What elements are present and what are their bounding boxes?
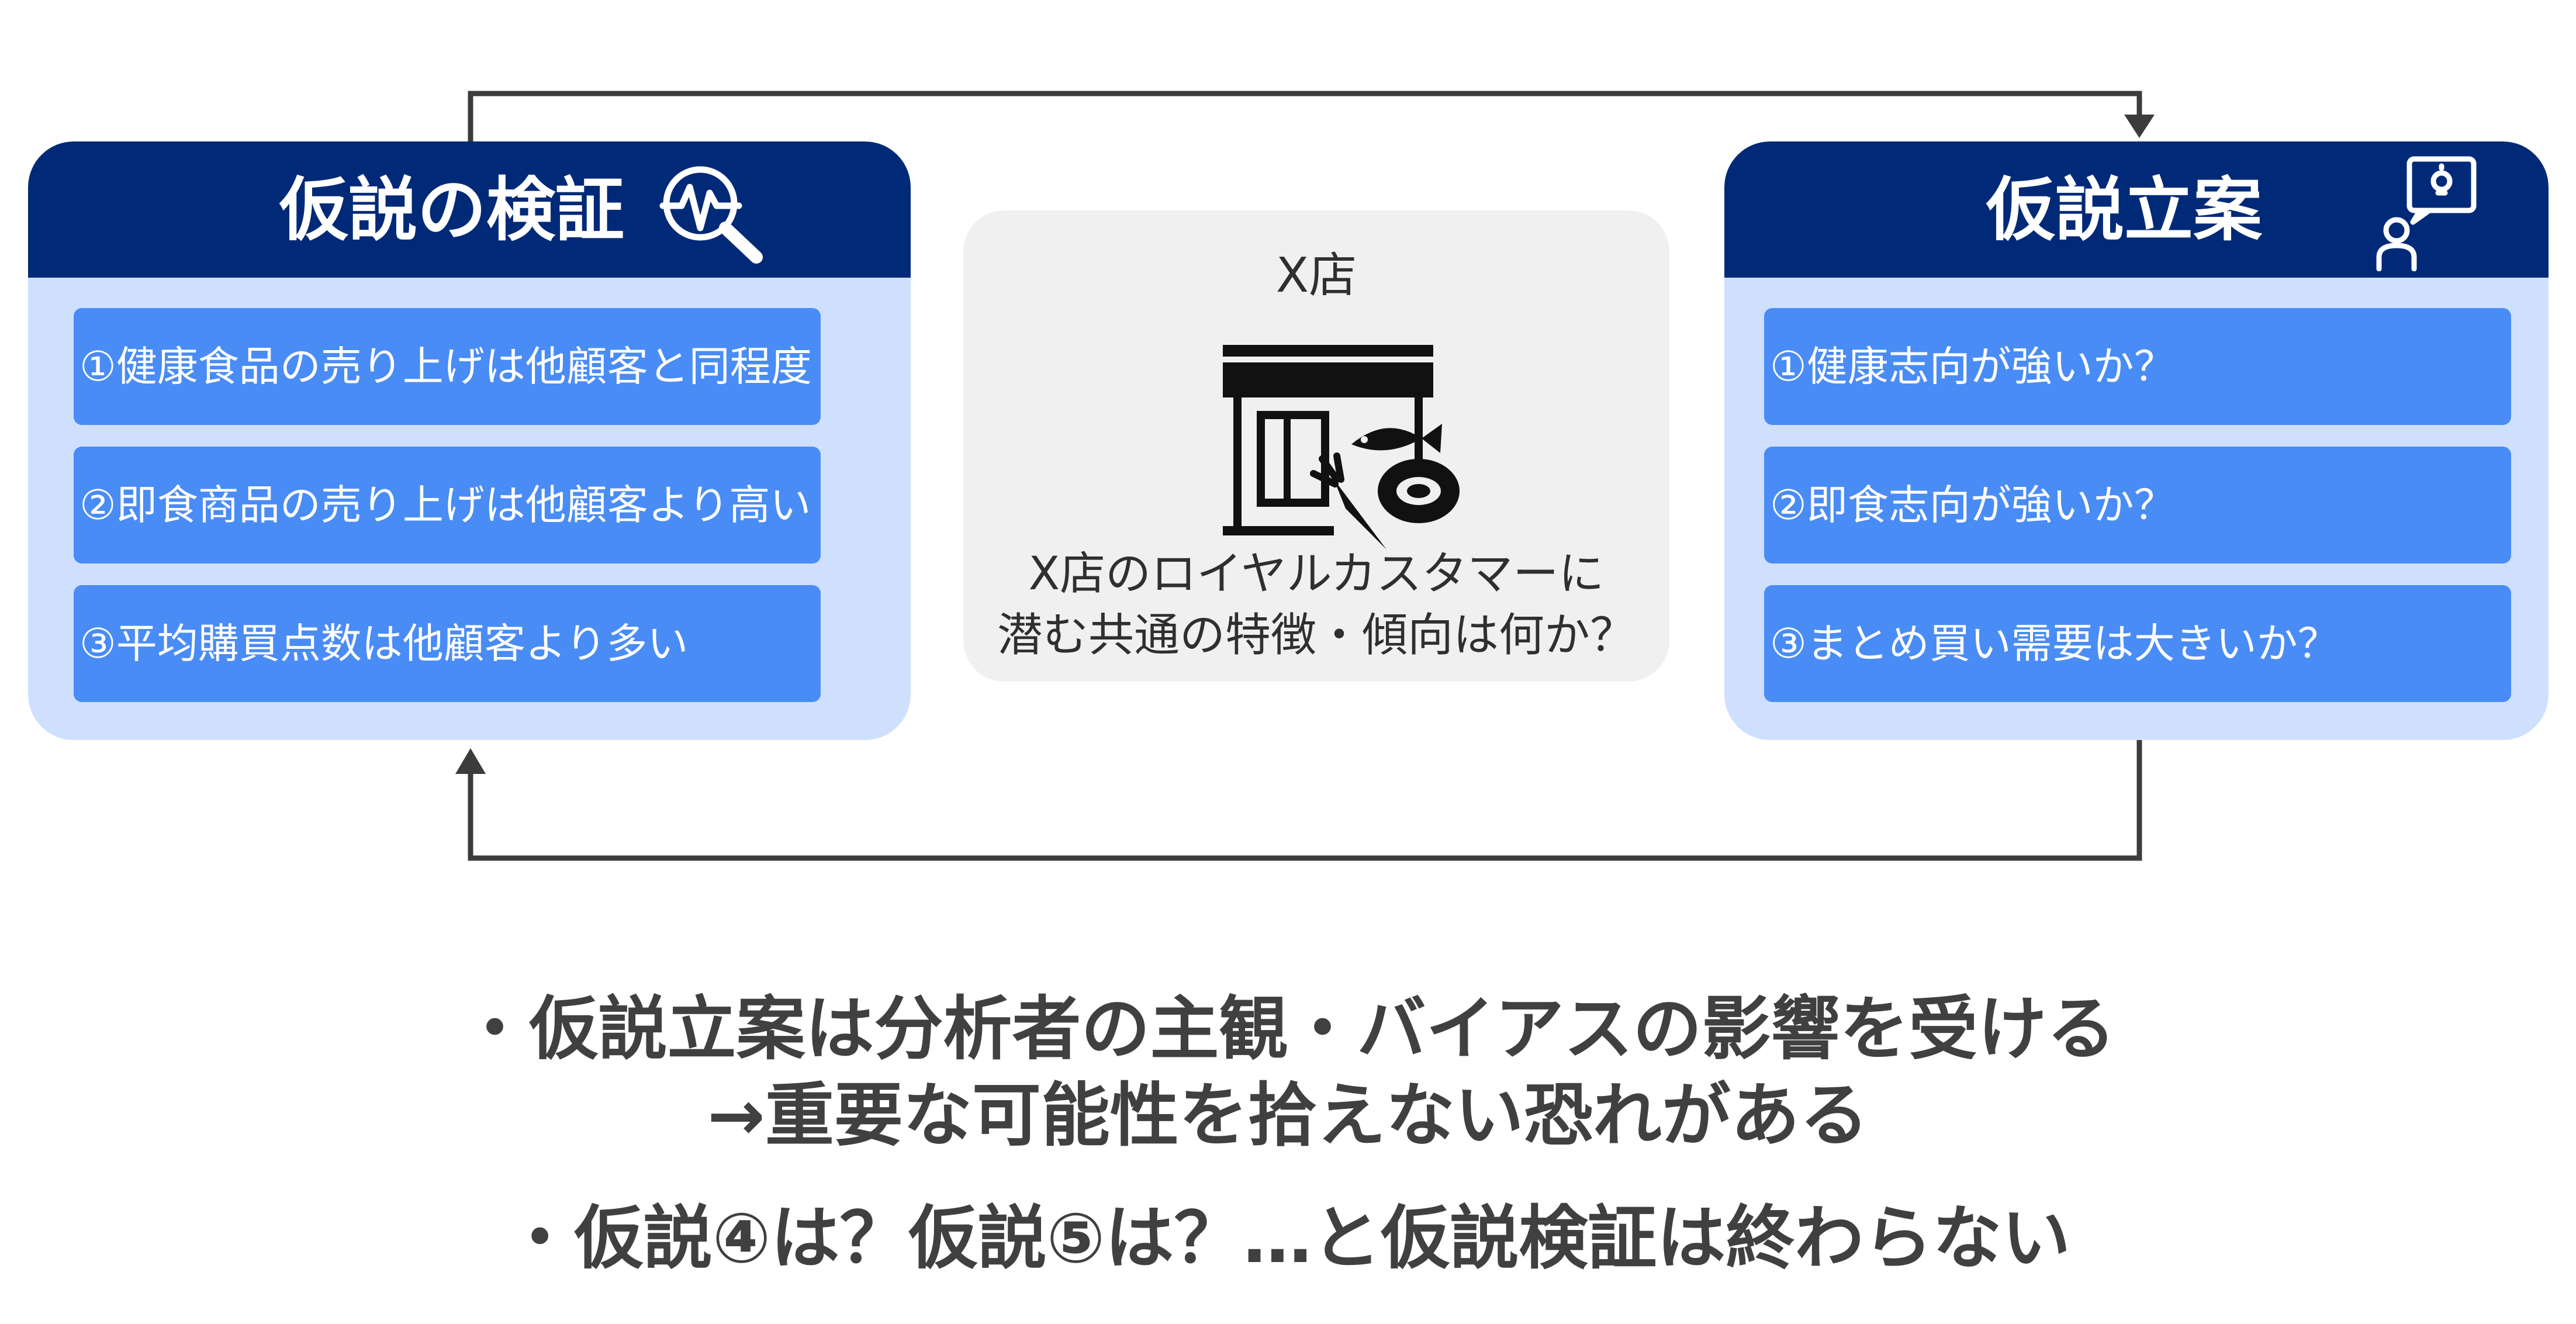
note-line-3: ・仮説④は？仮説⑤は？…と仮説検証は終わらない — [505, 1198, 2071, 1278]
arrow-hypothesis-to-verify — [468, 740, 2142, 861]
hypothesis-item-2: ②即食志向が強いか？ — [1764, 447, 2511, 564]
hypothesis-item-3: ③まとめ買い需要は大きいか？ — [1764, 585, 2511, 702]
person-idea-icon — [2376, 156, 2477, 271]
verification-panel-header: 仮説の検証 — [28, 141, 911, 278]
verification-panel-title: 仮説の検証 — [279, 170, 625, 250]
hypothesis-panel-title: 仮説立案 — [1986, 170, 2263, 250]
store-question-line2: 潜む共通の特徴・傾向は何か？ — [997, 609, 1635, 662]
arrowhead-down — [2124, 115, 2155, 138]
grocery-store-icon — [1223, 345, 1460, 549]
arrowhead-up — [455, 748, 486, 774]
verification-item-2: ②即食商品の売り上げは他顧客より高い — [74, 447, 821, 564]
note-line-2: →重要な可能性を拾えない恐れがある — [707, 1075, 1869, 1156]
verification-panel: 仮説の検証 ①健康食品の売り上げは他顧客と同程度 ②即食商品の売り上げは他顧客よ… — [28, 141, 911, 740]
verification-item-1: ①健康食品の売り上げは他顧客と同程度 — [74, 308, 821, 425]
arrow-verify-to-hypothesis — [468, 91, 2142, 141]
store-question: X店のロイヤルカスタマーに 潜む共通の特徴・傾向は何か？ — [963, 544, 1669, 666]
note-line-1: ・仮説立案は分析者の主観・バイアスの影響を受ける — [460, 988, 2116, 1069]
hypothesis-panel-header: 仮説立案 — [1724, 141, 2549, 278]
store-name: X店 — [1275, 248, 1357, 303]
store-box: X店 X店のロイヤルカスタマーに 潜む共通の特徴・傾向は何か？ — [963, 210, 1669, 682]
hypothesis-panel: 仮説立案 ①健康志向が強いか？ ②即食志向が強いか？ ③まとめ買い需要は大きいか… — [1724, 141, 2549, 740]
magnifier-chart-icon — [659, 166, 763, 264]
verification-item-3: ③平均購買点数は他顧客より多い — [74, 585, 821, 702]
store-question-line1: X店のロイヤルカスタマーに — [1028, 548, 1605, 600]
hypothesis-item-1: ①健康志向が強いか？ — [1764, 308, 2511, 425]
